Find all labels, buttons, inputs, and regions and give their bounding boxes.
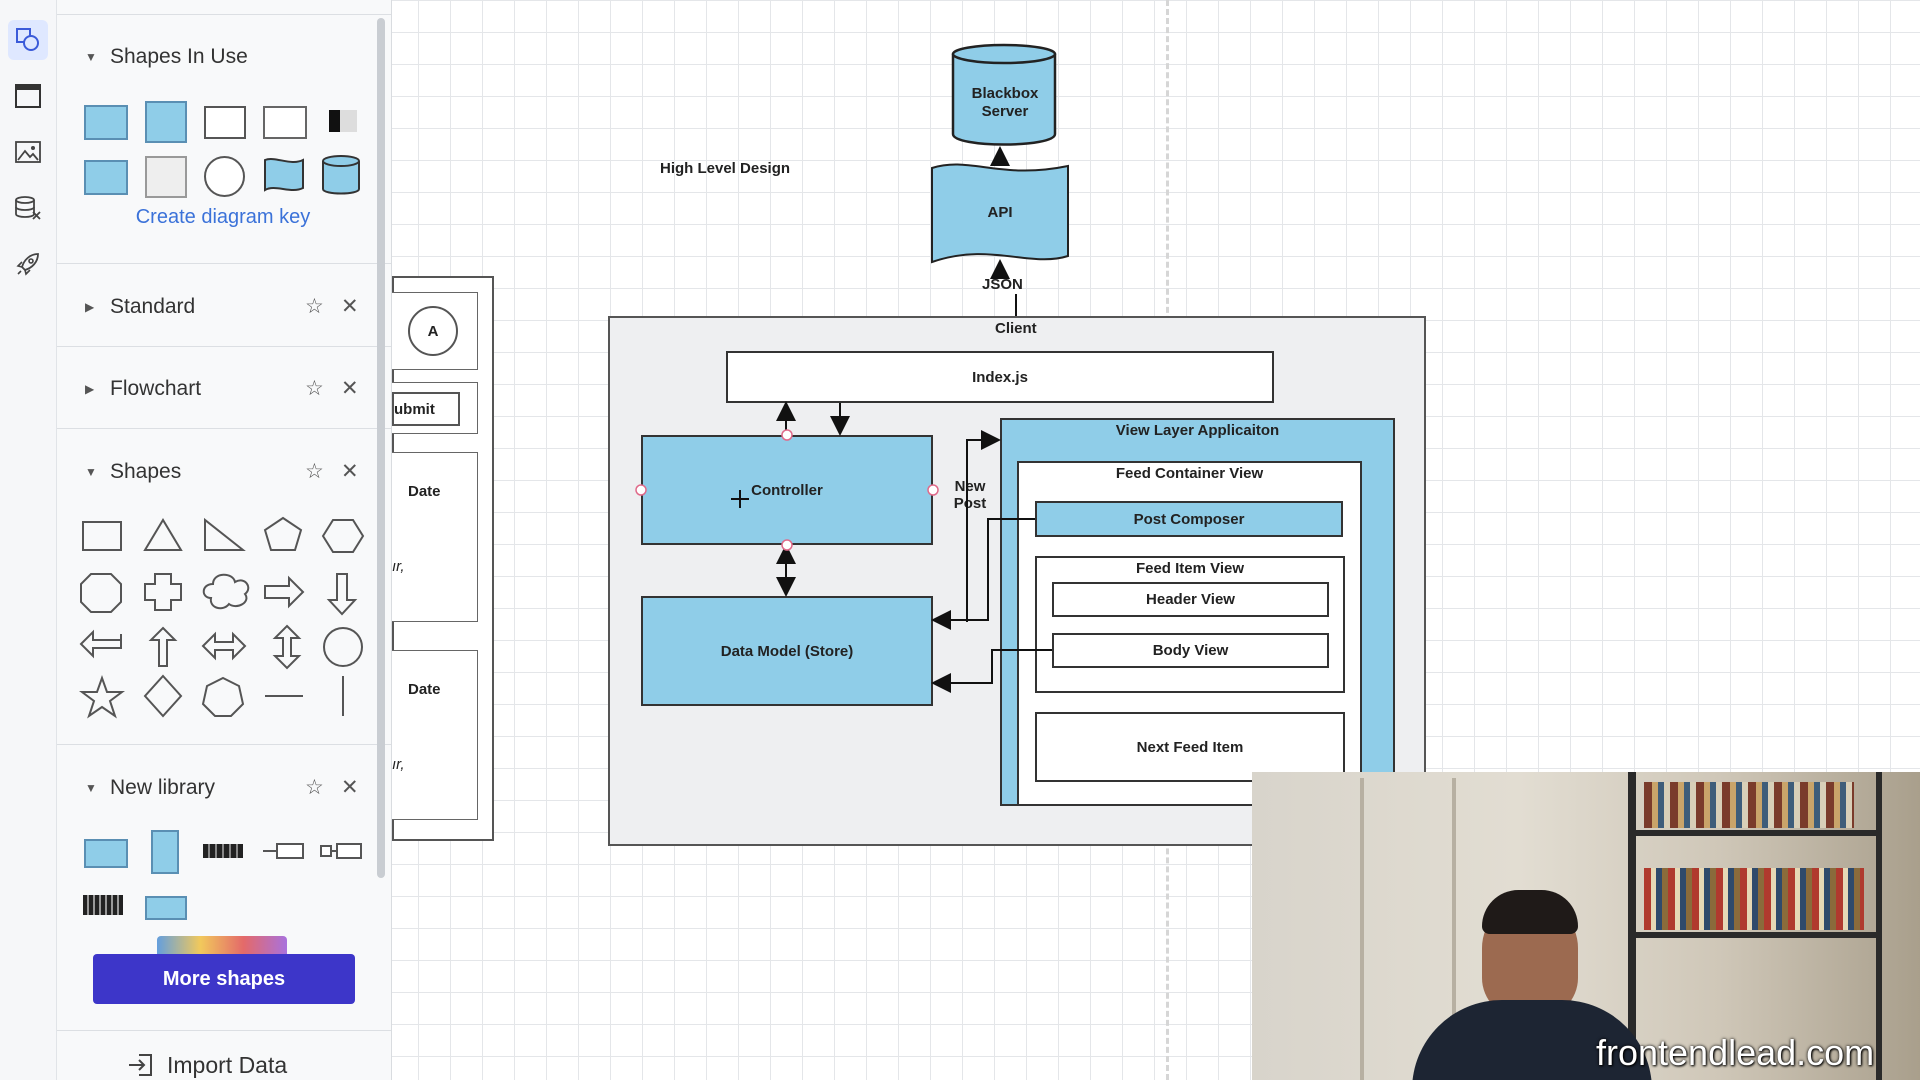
shape-document-blue[interactable]: [263, 156, 305, 194]
image-icon[interactable]: [8, 132, 48, 172]
import-icon: [129, 1054, 152, 1076]
webcam-overlay: frontendlead.com: [1252, 772, 1920, 1080]
section-title: Shapes: [110, 460, 182, 483]
library-shape-group[interactable]: [203, 844, 243, 858]
chevron-down-icon: ▼: [85, 465, 97, 479]
shape-square-gray[interactable]: [145, 156, 187, 198]
divider: [57, 428, 391, 429]
shape-library-panel: ▼ Shapes In Use Create diagram key ▶ Sta…: [57, 0, 392, 1080]
section-title: Shapes In Use: [110, 45, 248, 68]
shape-split-block[interactable]: [329, 110, 357, 132]
wireframe-post-card-2[interactable]: [392, 650, 478, 820]
section-shapes[interactable]: ▼ Shapes ☆ ✕: [57, 451, 391, 491]
section-new-library[interactable]: ▼ New library ☆ ✕: [57, 767, 391, 807]
shape-rectangle-white[interactable]: [204, 106, 246, 139]
shapes-icon[interactable]: [8, 20, 48, 60]
shape-square-blue[interactable]: [145, 101, 187, 143]
more-shapes-button[interactable]: More shapes: [93, 954, 355, 1004]
section-standard[interactable]: ▶ Standard ☆ ✕: [57, 286, 391, 326]
star-icon[interactable]: ☆: [305, 295, 324, 318]
star-icon[interactable]: ☆: [305, 460, 324, 483]
shape-rectangle-blue[interactable]: [84, 105, 128, 140]
section-title: New library: [110, 776, 216, 799]
date-label: Date: [408, 483, 441, 500]
shape-circle[interactable]: [204, 156, 245, 197]
rocket-icon[interactable]: [8, 244, 48, 284]
section-flowchart[interactable]: ▶ Flowchart ☆ ✕: [57, 368, 391, 408]
library-shape-rect[interactable]: [84, 839, 128, 868]
import-data-button[interactable]: Import Data: [127, 1050, 287, 1080]
library-shape-group-2[interactable]: [83, 895, 123, 915]
header-view-box[interactable]: Header View: [1052, 582, 1329, 617]
data-icon[interactable]: [8, 188, 48, 228]
basic-shapes-grid[interactable]: [77, 510, 377, 730]
api-label: API: [987, 203, 1013, 221]
feed-container-label: Feed Container View: [1115, 465, 1264, 482]
close-icon[interactable]: ✕: [341, 460, 359, 483]
divider: [57, 744, 391, 745]
divider: [57, 1030, 391, 1031]
post-text: ır,: [392, 756, 405, 773]
controller-box[interactable]: Controller: [641, 435, 933, 545]
avatar[interactable]: A: [408, 306, 458, 356]
new-post-label: New Post: [953, 478, 987, 512]
index-js-box[interactable]: Index.js: [726, 351, 1274, 403]
feed-item-label: Feed Item View: [1135, 560, 1245, 577]
left-icon-bar: [0, 0, 57, 1080]
post-composer-box[interactable]: Post Composer: [1035, 501, 1343, 537]
import-data-label: Import Data: [167, 1051, 288, 1078]
client-label: Client: [995, 320, 1037, 337]
connector-lines: [635, 146, 1052, 693]
divider: [57, 14, 391, 15]
close-icon[interactable]: ✕: [341, 377, 359, 400]
panel-scrollbar[interactable]: [377, 18, 385, 878]
chevron-down-icon: ▼: [85, 781, 97, 795]
diagram-title[interactable]: High Level Design: [660, 160, 791, 177]
shape-library-illustration: [157, 936, 287, 954]
chevron-right-icon: ▶: [85, 382, 95, 396]
library-shape-tall[interactable]: [151, 830, 179, 874]
body-view-box[interactable]: Body View: [1052, 633, 1329, 668]
blackbox-server-label: Blackbox Server: [971, 85, 1039, 120]
date-label: Date: [408, 681, 441, 698]
divider: [57, 346, 391, 347]
chevron-right-icon: ▶: [85, 300, 95, 314]
star-icon[interactable]: ☆: [305, 776, 324, 799]
close-icon[interactable]: ✕: [341, 776, 359, 799]
api-shape[interactable]: [930, 162, 1070, 268]
next-feed-item-box[interactable]: Next Feed Item: [1035, 712, 1345, 782]
shape-rectangle-blue-2[interactable]: [84, 160, 128, 195]
shape-cylinder-blue[interactable]: [321, 154, 361, 196]
view-layer-label: View Layer Applicaiton: [1115, 422, 1280, 439]
submit-button[interactable]: ubmit: [392, 392, 460, 426]
section-title: Standard: [110, 295, 196, 318]
blackbox-server-shape[interactable]: [950, 42, 1060, 148]
watermark-text: frontendlead.com: [1596, 1032, 1875, 1073]
data-model-box[interactable]: Data Model (Store): [641, 596, 933, 706]
library-shape-rect-2[interactable]: [145, 896, 187, 920]
section-title: Flowchart: [110, 377, 202, 400]
diagram-canvas[interactable]: A ubmit Date ır, Date ır, High Level Des…: [392, 0, 1920, 1080]
json-label: JSON: [982, 276, 1023, 293]
create-diagram-key-link[interactable]: Create diagram key: [135, 206, 311, 228]
chevron-down-icon: ▼: [85, 50, 97, 64]
library-shape-connector[interactable]: [261, 840, 305, 862]
library-shape-connector-2[interactable]: [319, 840, 363, 862]
divider: [57, 263, 391, 264]
star-icon[interactable]: ☆: [305, 377, 324, 400]
wireframe-post-card-1[interactable]: [392, 452, 478, 622]
close-icon[interactable]: ✕: [341, 295, 359, 318]
feed-item-box[interactable]: [1035, 556, 1345, 693]
section-shapes-in-use[interactable]: ▼ Shapes In Use: [57, 36, 391, 76]
post-text: ır,: [392, 558, 405, 575]
shape-rectangle-outline[interactable]: [263, 106, 307, 139]
page-layout-icon[interactable]: [8, 76, 48, 116]
